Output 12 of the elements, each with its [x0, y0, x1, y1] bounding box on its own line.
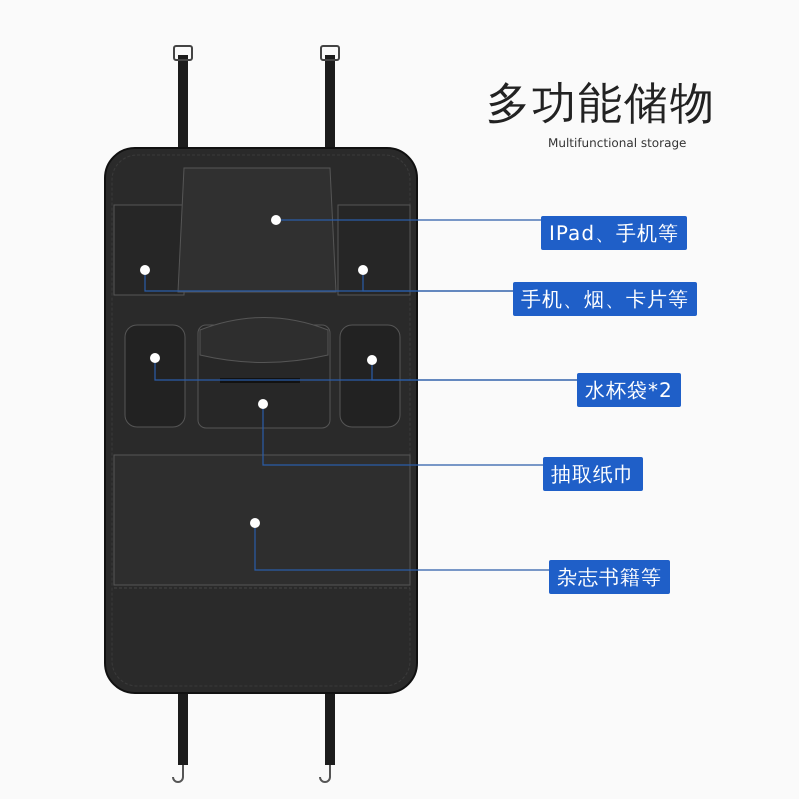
- subtitle: Multifunctional storage: [548, 136, 686, 150]
- title: 多功能储物: [486, 77, 716, 131]
- callout-label: 水杯袋*2: [577, 373, 681, 407]
- callout-label: 手机、烟、卡片等: [513, 282, 697, 316]
- leader-line: [262, 409, 543, 466]
- leader-line: [254, 528, 549, 571]
- leader-line: [281, 219, 541, 221]
- leader-line: [371, 365, 577, 381]
- callout-label: 抽取纸巾: [543, 457, 643, 491]
- callout-label: IPad、手机等: [541, 216, 688, 250]
- leader-line: [362, 275, 513, 292]
- callout-label: 杂志书籍等: [549, 560, 670, 594]
